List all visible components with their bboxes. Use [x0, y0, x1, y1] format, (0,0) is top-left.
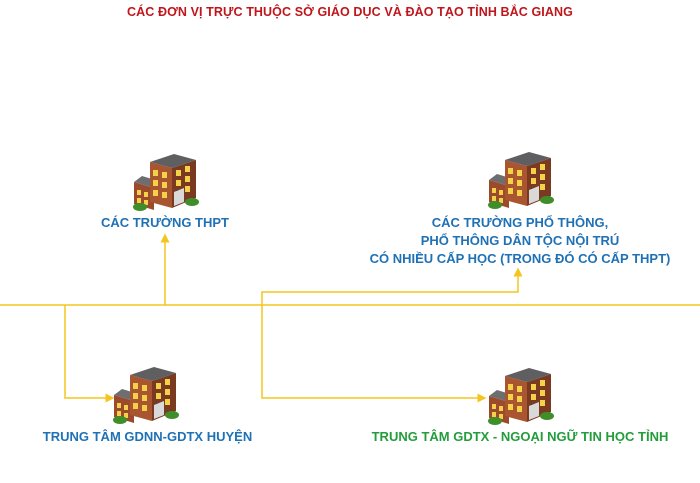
unit-thpt-label: CÁC TRƯỜNG THPT — [100, 215, 230, 230]
school-building-icon — [133, 154, 199, 211]
page-title: CÁC ĐƠN VỊ TRỰC THUỘC SỞ GIÁO DỤC VÀ ĐÀO… — [127, 5, 573, 19]
unit-gdtx-label: TRUNG TÂM GDTX - NGOẠI NGỮ TIN HỌC TỈNH — [371, 429, 669, 444]
school-building-icon — [488, 368, 554, 425]
unit-gdnn-label: TRUNG TÂM GDNN-GDTX HUYỆN — [42, 429, 253, 444]
unit-multi-level-label: CÁC TRƯỜNG PHỔ THÔNG, PHỔ THÔNG DÂN TỘC … — [355, 214, 685, 268]
arrow-to-gdnn — [64, 305, 115, 403]
arrow-to-gdtx — [261, 305, 487, 403]
school-building-icon — [113, 367, 179, 424]
unit-multi-level-line-3: CÓ NHIỀU CẤP HỌC (TRONG ĐÓ CÓ CẤP THPT) — [369, 251, 671, 266]
arrow-to-multi-level — [261, 267, 523, 305]
school-building-icon — [488, 152, 554, 209]
unit-multi-level-line-1: CÁC TRƯỜNG PHỔ THÔNG, — [431, 215, 609, 230]
unit-multi-level-line-2: PHỔ THÔNG DÂN TỘC NỘI TRÚ — [420, 233, 620, 248]
